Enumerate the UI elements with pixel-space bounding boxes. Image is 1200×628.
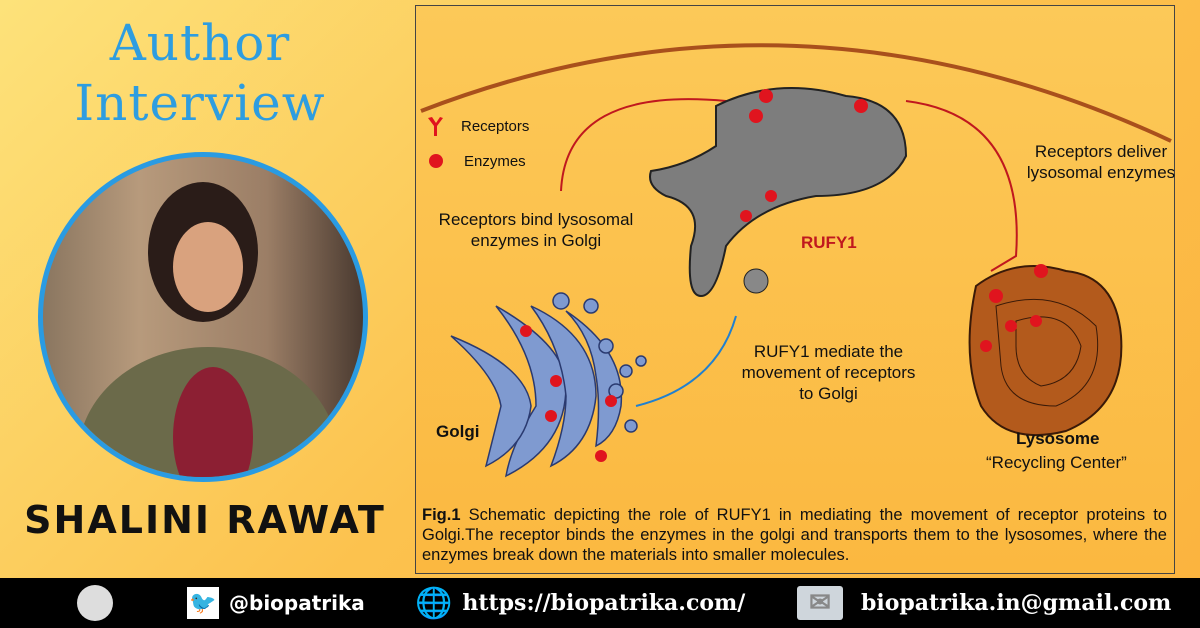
legend-receptors: Receptors bbox=[461, 118, 530, 135]
author-name: SHALINI RAWAT bbox=[24, 498, 386, 542]
label-rufy1: RUFY1 bbox=[801, 233, 857, 252]
label-receptors-bind: Receptors bind lysosomal enzymes in Golg… bbox=[438, 210, 634, 250]
email-address: biopatrika.in@gmail.com bbox=[861, 590, 1172, 616]
golgi-stack bbox=[450, 292, 647, 478]
email-link[interactable]: ✉ biopatrika.in@gmail.com bbox=[797, 586, 1171, 620]
portrait-illustration bbox=[78, 182, 338, 477]
title-interview: Interview bbox=[74, 74, 326, 132]
schematic-diagram bbox=[420, 43, 1172, 478]
website-url: https://biopatrika.com/ bbox=[462, 590, 746, 616]
twitter-icon: 🐦 bbox=[187, 587, 219, 619]
endosome-shape bbox=[649, 87, 908, 298]
label-rufy1-mediate: RUFY1 mediate the movement of receptors … bbox=[741, 342, 916, 403]
caption-text: Schematic depicting the role of RUFY1 in… bbox=[422, 506, 1167, 564]
figure-panel: Receptors Enzymes Receptors bind lysosom… bbox=[415, 5, 1175, 574]
globe-icon: 🌐 bbox=[415, 585, 453, 621]
logo-icon bbox=[77, 585, 113, 621]
receptor-marks bbox=[428, 89, 1048, 462]
lysosome-shape bbox=[968, 265, 1123, 437]
legend-enzymes: Enzymes bbox=[464, 153, 526, 170]
label-recycling-center: “Recycling Center” bbox=[986, 453, 1127, 472]
caption-bold: Fig.1 bbox=[422, 506, 461, 524]
figure-caption: Fig.1 Schematic depicting the role of RU… bbox=[422, 505, 1167, 565]
label-receptors-deliver: Receptors deliver lysosomal enzymes bbox=[1026, 142, 1176, 182]
website-link[interactable]: 🌐 https://biopatrika.com/ bbox=[415, 586, 745, 621]
twitter-link[interactable]: 🐦 @biopatrika bbox=[187, 587, 365, 619]
label-lysosome: Lysosome bbox=[1016, 429, 1100, 448]
title-author: Author bbox=[109, 14, 291, 72]
twitter-handle: @biopatrika bbox=[229, 591, 365, 615]
biopatrika-logo bbox=[77, 585, 113, 621]
mail-icon: ✉ bbox=[797, 586, 843, 620]
footer-bar: 🐦 @biopatrika 🌐 https://biopatrika.com/ … bbox=[0, 578, 1200, 628]
label-golgi: Golgi bbox=[436, 422, 480, 441]
author-photo bbox=[38, 152, 368, 482]
